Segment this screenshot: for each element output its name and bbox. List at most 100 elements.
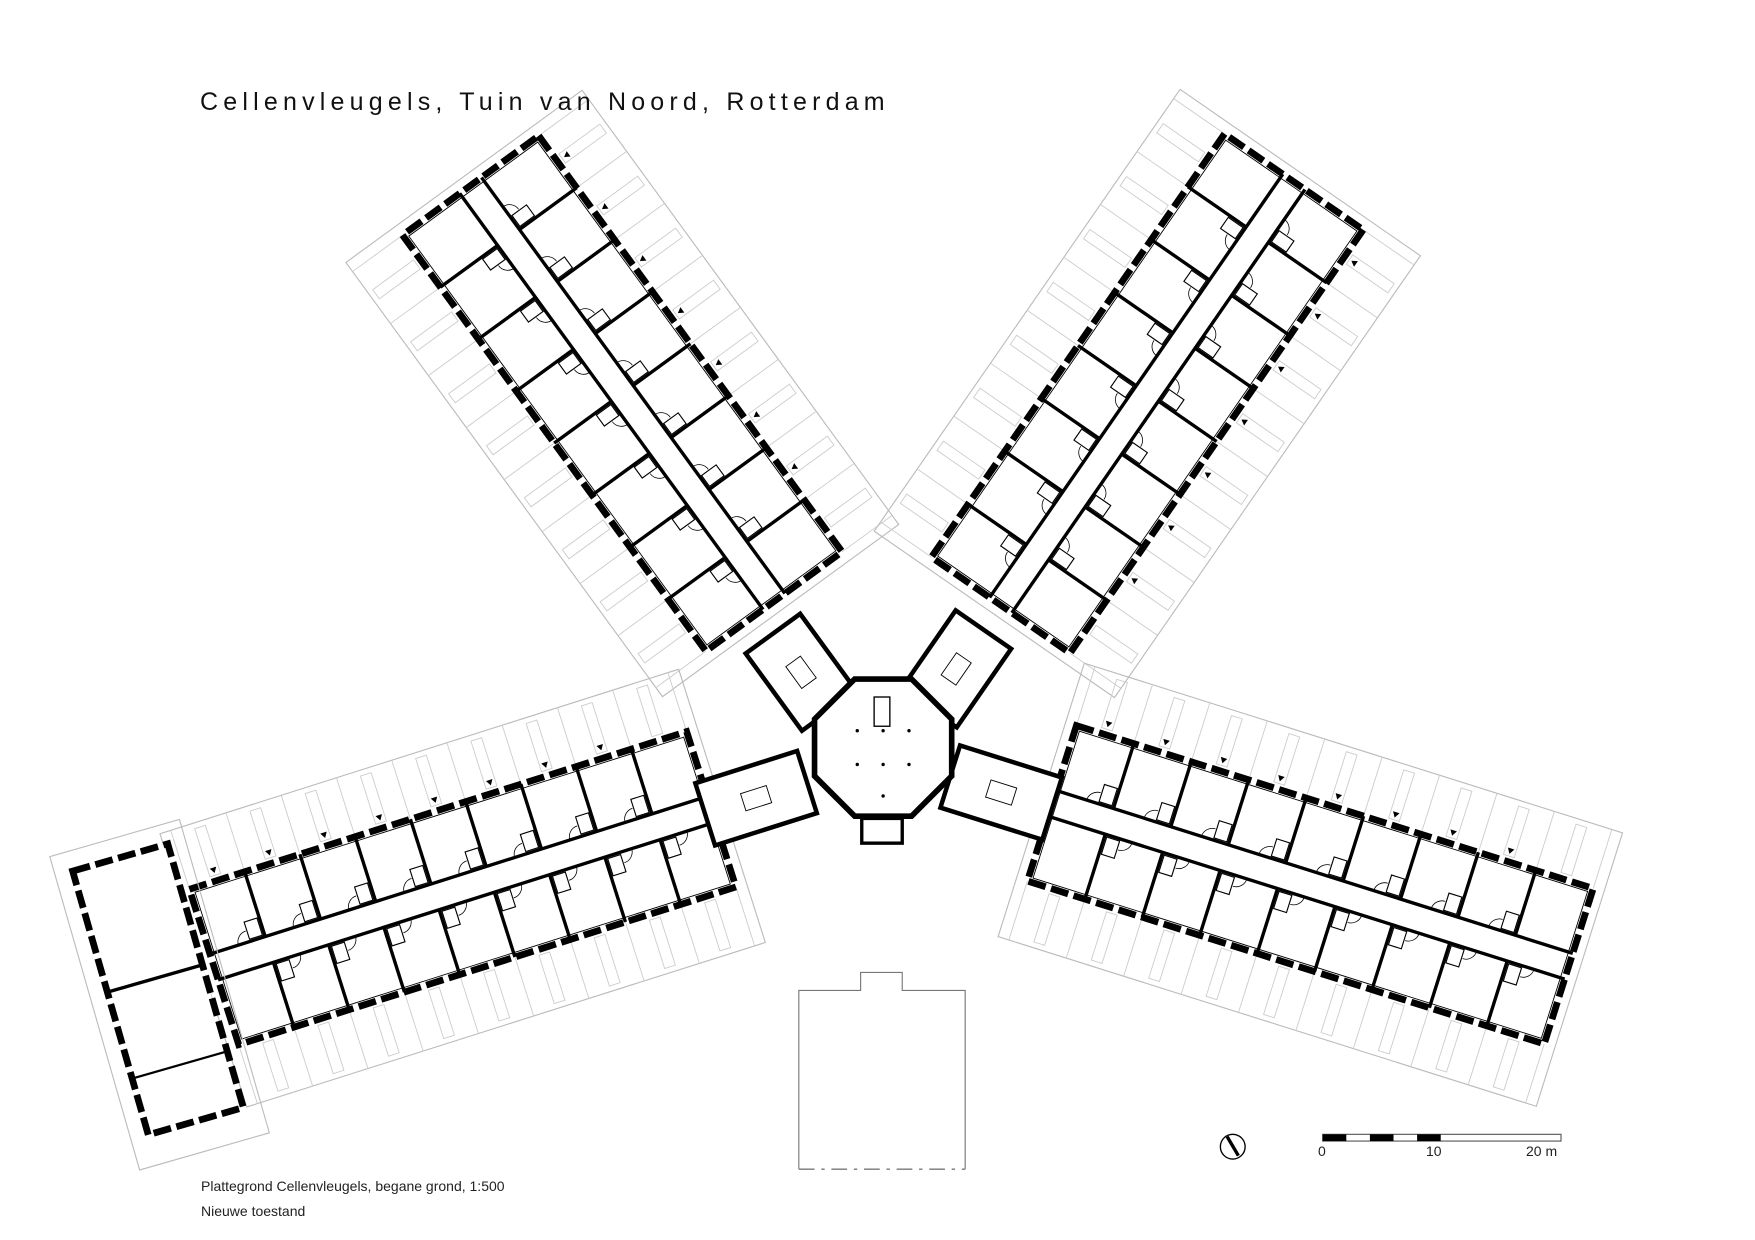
party-wall [1284,797,1308,864]
paving [1119,175,1169,216]
scale-bar [1322,1133,1562,1142]
party-wall [243,871,267,938]
party-wall [515,348,575,393]
door-swing [498,265,515,271]
stair [873,696,891,727]
party-wall [1255,888,1280,954]
paving [704,898,732,952]
wing-north-west-garden [345,89,900,698]
table [985,779,1018,806]
paving [1560,823,1588,877]
door-swing [292,953,302,969]
party-wall [548,874,572,941]
door-swing [654,412,671,418]
party-wall [1341,815,1366,882]
party-wall [437,909,462,976]
entrance-marker [1241,419,1248,426]
door-swing [1041,498,1048,516]
party-wall [1513,869,1538,936]
entrance-marker [715,359,723,366]
west-end-block [49,818,271,1171]
party-wall [1113,291,1174,335]
party-wall [1083,833,1107,900]
paving [1377,1001,1405,1055]
door-swing [1430,900,1446,909]
entrance-marker [541,761,548,768]
door-swing [569,825,578,841]
paving [1199,465,1249,506]
entrance-marker [1278,775,1285,782]
party-wall [745,498,806,543]
party-wall [1186,185,1248,229]
paving [1273,733,1301,786]
column [881,794,885,798]
entrance-marker [264,849,272,856]
wing-east [1023,720,1598,1049]
door-swing [1404,933,1420,942]
entrance-marker [601,203,609,210]
paving [637,623,687,664]
drawing-title: Cellenvleugels, Tuin van Noord, Rotterda… [200,88,890,116]
door-swing [1247,271,1253,289]
entrance-marker [430,796,438,803]
paving [1046,281,1096,322]
paving [1148,929,1176,983]
party-wall [1194,346,1255,390]
party-wall [492,891,517,958]
party-wall [1111,743,1136,810]
door-swing [1210,324,1217,341]
party-wall [967,502,1028,546]
paving [317,1021,345,1075]
paving [483,968,511,1022]
entrance-marker [1220,756,1228,764]
entrance-marker [1314,313,1322,320]
party-wall [382,926,407,993]
party-wall [477,296,537,341]
paving [304,789,332,843]
door-swing [1462,951,1477,960]
scale-label-20m: 20 m [1526,1143,1558,1159]
party-wall [1267,241,1328,285]
door-swing [725,577,742,583]
paving [372,259,421,300]
entrance-marker [1335,793,1343,800]
party-wall [1456,851,1480,918]
paving [1082,228,1133,269]
door-swing [347,936,357,951]
central-hub [811,676,955,845]
party-wall [519,783,544,850]
wing-north-west [397,131,847,656]
paving [1235,412,1285,453]
paving [1435,1019,1463,1073]
paving [1492,1038,1520,1091]
door-swing [237,930,246,946]
paving [1162,518,1212,559]
entrance-marker [1393,811,1400,818]
door-swing [611,421,629,427]
door-swing [1201,828,1216,837]
corridor-wall [480,176,787,595]
door-swing [1100,483,1107,500]
party-wall [439,244,499,289]
door-swing [1151,340,1158,357]
party-wall [408,818,433,885]
door-swing [1064,536,1070,553]
party-wall [464,801,488,868]
paving [1125,571,1176,612]
corridor-wall [458,192,765,611]
paving [709,331,759,372]
party-wall [574,766,599,832]
corridor-wall [209,794,708,956]
paving [427,986,455,1040]
wing-west [185,727,741,1049]
door-swing [1373,882,1388,891]
caption-line-1: Plattegrond Cellenvleugels, begane grond… [201,1178,505,1194]
door-swing [649,473,667,479]
paving [1009,334,1059,374]
party-wall [1157,399,1218,443]
party-wall [1230,293,1291,338]
door-swing [1488,918,1503,927]
door-swing [730,516,747,522]
